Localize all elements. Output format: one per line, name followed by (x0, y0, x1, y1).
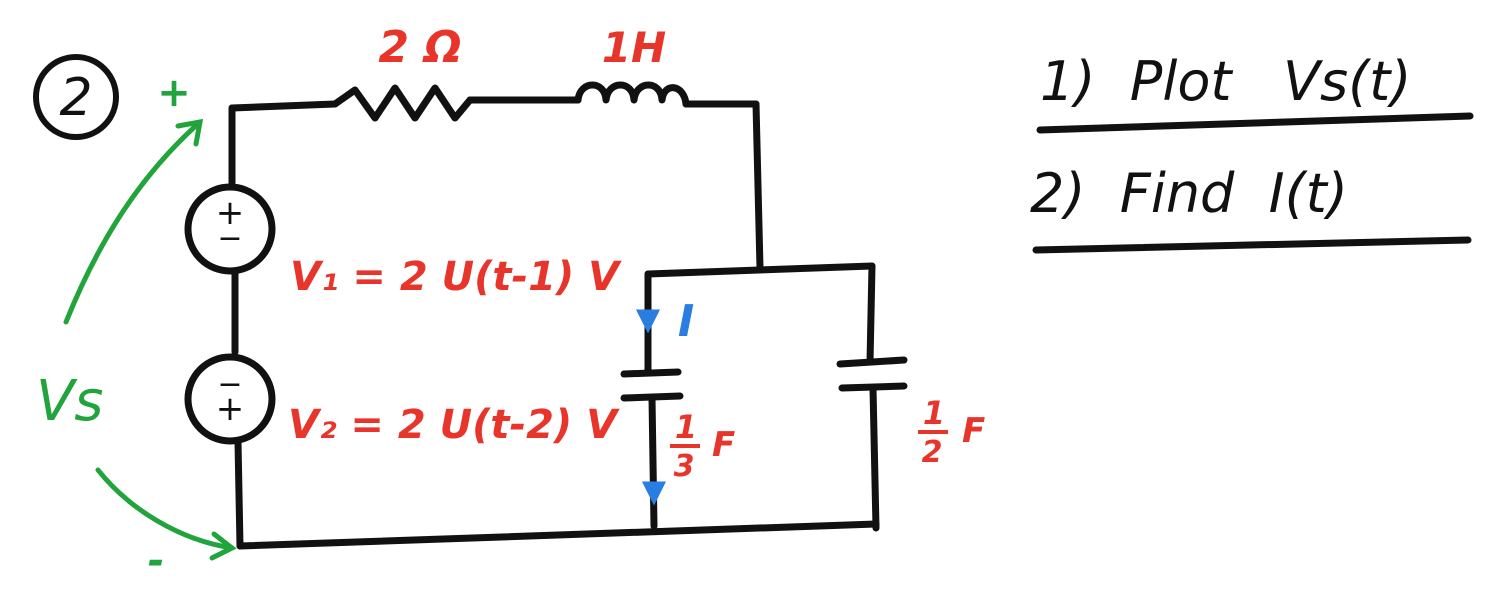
task-1-underline (1036, 112, 1474, 134)
inductor-symbol (574, 81, 690, 108)
vs-annotation: + Vs - (36, 70, 237, 584)
current-label: I (678, 296, 694, 347)
vs-arrow-up (63, 119, 203, 325)
capacitor-2-label: 1 2 F (918, 394, 985, 470)
voltage-source-v1: + − (184, 183, 276, 275)
v1-label: V₁ = 2 U(t-1) V (290, 254, 622, 300)
current-arrow-top-icon (635, 309, 661, 334)
inductor-label: 1H (602, 23, 666, 72)
capacitor-2-symbol (836, 356, 908, 392)
capacitor-1-label: 1 3 F (670, 408, 735, 484)
task-2: 2) Find I(t) (1030, 162, 1348, 225)
task-list: 1) Plot Vs(t) 2) Find I(t) (1030, 50, 1474, 254)
vs-arrow-down (95, 467, 235, 551)
vs-arrowhead-down-icon (209, 531, 237, 561)
v2-label: V₂ = 2 U(t-2) V (288, 402, 620, 448)
capacitor-1-symbol (620, 368, 684, 402)
current-annotation: I (635, 296, 694, 506)
cap1-numerator: 1 (675, 408, 697, 446)
circuit-wires (228, 96, 880, 550)
v1-polarity-bottom: − (217, 221, 242, 256)
vs-plus: + (157, 70, 191, 116)
cap1-denominator: 3 (674, 449, 695, 484)
v1-polarity-top: + (216, 193, 245, 233)
v2-polarity-bottom: + (216, 389, 245, 429)
cap2-denominator: 2 (922, 435, 943, 470)
voltage-source-v2: − + (184, 353, 276, 445)
cap2-numerator: 1 (923, 394, 945, 432)
cap1-unit: F (712, 425, 735, 465)
resistor-label: 2 Ω (378, 22, 461, 73)
resistor-symbol (331, 84, 474, 122)
current-arrow-bottom-icon (641, 481, 667, 506)
cap2-unit: F (962, 411, 985, 451)
v2-polarity-top: − (217, 367, 242, 402)
problem-number-badge: 2 (33, 54, 119, 140)
task-2-underline (1032, 236, 1472, 254)
vs-arrowhead-up-icon (175, 118, 204, 147)
task-1: 1) Plot Vs(t) (1040, 50, 1411, 113)
problem-number: 2 (59, 68, 92, 128)
vs-label: Vs (36, 369, 103, 434)
vs-minus: - (148, 538, 165, 584)
